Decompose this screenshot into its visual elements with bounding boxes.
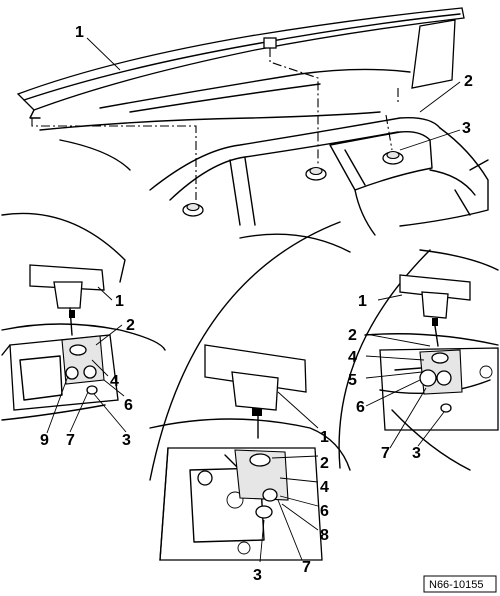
detail-middle [149,221,351,563]
drawing-code: N66-10155 [429,579,483,591]
callout-labels: 1 2 3 1 2 4 6 9 7 3 1 2 4 6 8 3 7 1 2 4 … [40,24,473,584]
roof-spoiler-overview [16,7,489,236]
callout-left-6: 6 [124,397,133,414]
callout-mid-2: 2 [320,455,329,472]
callout-left-9: 9 [40,432,49,449]
callout-mid-6: 6 [320,503,329,520]
drawing-code-box: N66-10155 [423,575,497,593]
callout-main-1: 1 [75,24,84,41]
callout-left-4: 4 [110,373,119,390]
callout-right-6: 6 [356,399,365,416]
callout-right-4: 4 [348,349,357,366]
callout-left-3: 3 [122,432,131,449]
callout-right-2: 2 [348,327,357,344]
callout-left-7: 7 [66,432,75,449]
callout-mid-8: 8 [320,527,329,544]
callout-mid-4: 4 [320,479,329,496]
callout-main-3: 3 [462,120,471,137]
callout-left-1: 1 [115,293,124,310]
callout-right-7: 7 [381,445,390,462]
callout-main-2: 2 [464,73,473,90]
grommet-center [305,166,327,181]
callout-right-3: 3 [412,445,421,462]
callout-mid-3: 3 [253,567,262,584]
callout-left-2: 2 [126,317,135,334]
grommet-right [382,150,404,165]
detail-left [1,212,166,434]
grommet-left [182,202,204,217]
detail-right [338,249,499,471]
callout-right-5: 5 [348,372,357,389]
callout-right-1: 1 [358,293,367,310]
callout-mid-1: 1 [320,429,329,446]
callout-mid-7: 7 [302,559,311,576]
